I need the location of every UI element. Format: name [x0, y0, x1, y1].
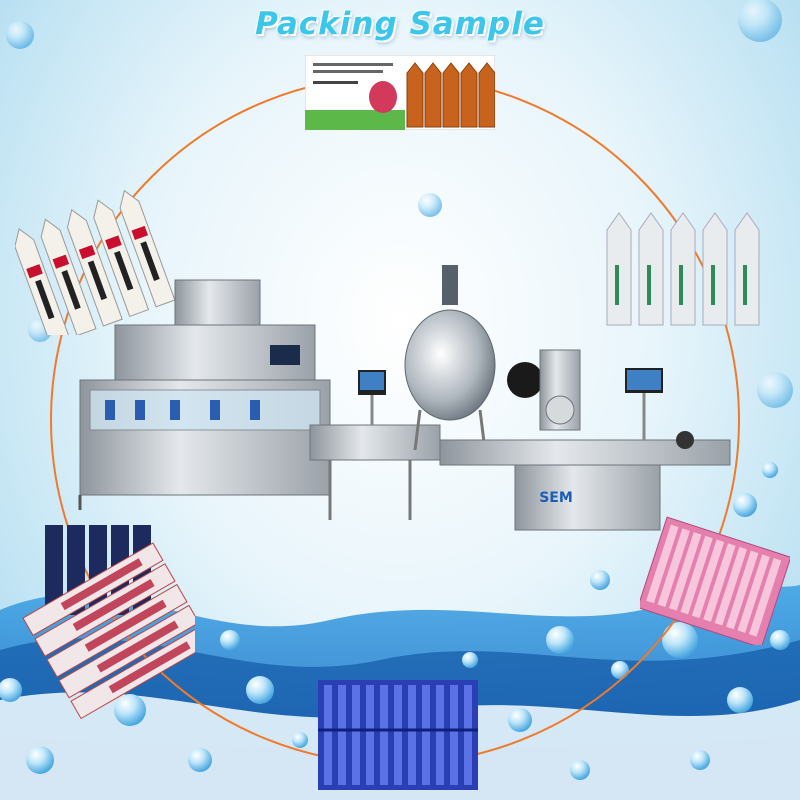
amber-vial-box-icon: [305, 55, 495, 130]
liquid-packing-machine-line: [78, 265, 731, 531]
blue-vial-tray-icon: [318, 680, 478, 790]
white-vial-strip-icon: [15, 190, 175, 335]
pink-vial-tray-icon: [640, 516, 790, 645]
navy-and-red-vial-strip-icon: [22, 525, 195, 720]
sem-logo: SEM: [539, 490, 573, 506]
white-vial-strip-icon: [606, 212, 760, 326]
page-title: Packing Sample: [255, 6, 545, 42]
